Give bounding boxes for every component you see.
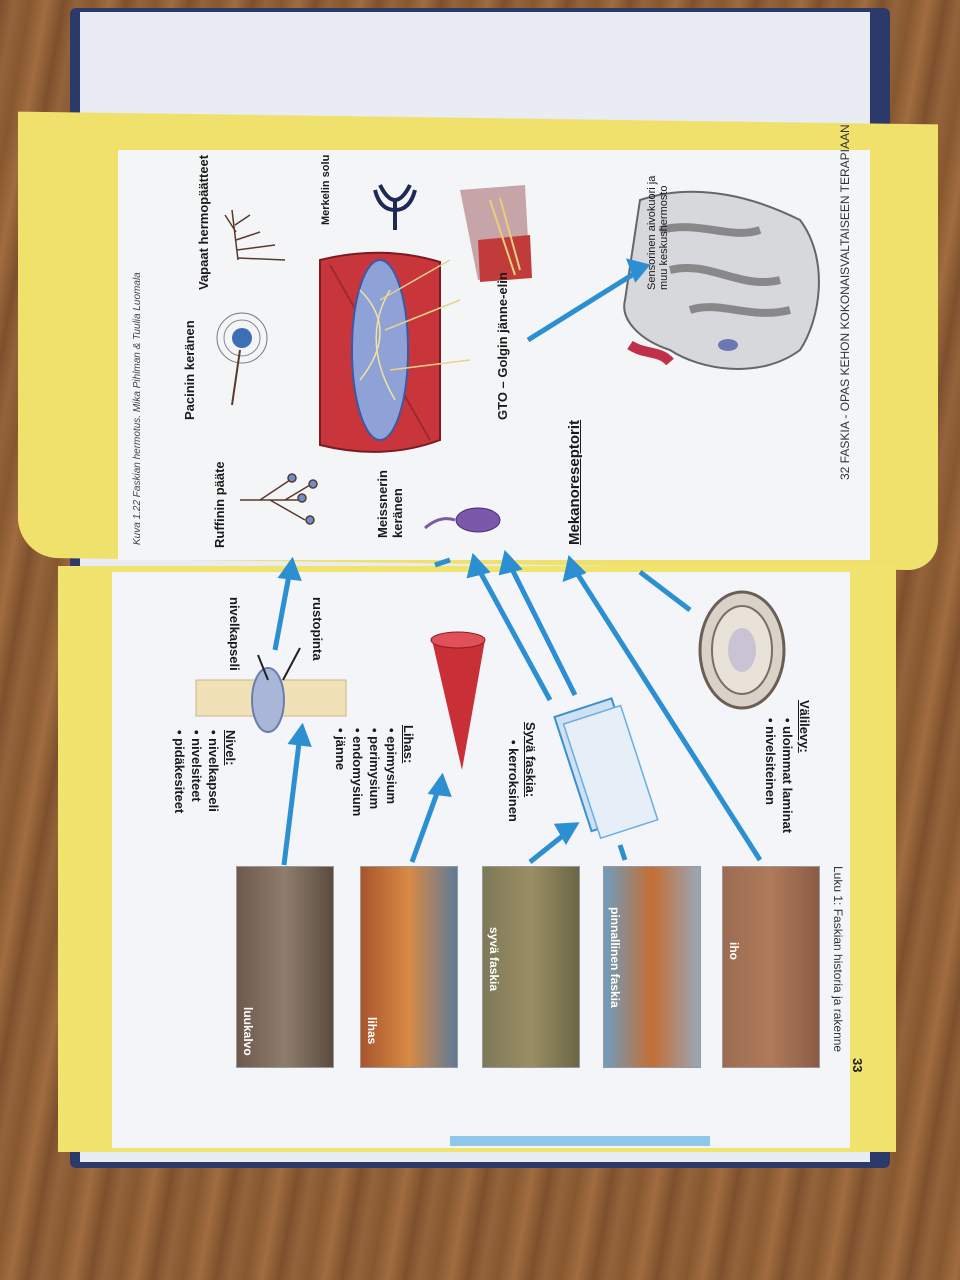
lihas-item: • perimysium: [367, 728, 382, 810]
label-gto: GTO – Golgin jänne-elin: [495, 272, 510, 420]
muscle-spindle-drawing: [319, 251, 471, 453]
label-meissner: Meissnerin keränen: [375, 470, 405, 538]
photo-iho: iho: [722, 866, 820, 1068]
lihas-item: • epimysium: [384, 728, 399, 805]
valilevy-item: • nivelsiteinen: [763, 718, 778, 805]
brain-drawing: [623, 190, 820, 370]
ruffini-ending-drawing: [240, 473, 318, 525]
photo-luukalvo: luukalvo: [236, 866, 334, 1068]
section-valilevy: Välilevy:: [797, 700, 812, 753]
section-lihas: Lihas:: [401, 725, 416, 764]
photo-lihas: lihas: [360, 866, 458, 1068]
photo-syva-faskia: syvä faskia: [482, 866, 580, 1068]
right-page-header: Luku 1: Faskian historia ja rakenne: [831, 866, 845, 1053]
gto-small-drawing: [460, 185, 532, 282]
free-nerve-endings-drawing: [224, 209, 286, 261]
right-page-number: 33: [850, 1058, 865, 1073]
lihas-item: • jänne: [333, 728, 348, 771]
section-nivel: Nivel:: [223, 730, 238, 766]
nivel-item: • nivelsiteet: [189, 730, 204, 802]
valilevy-item: • uloimmat laminat: [780, 718, 795, 834]
label-pacini: Pacinin keränen: [182, 320, 197, 420]
joint-drawing: [195, 647, 347, 733]
blue-strip: [450, 1136, 710, 1146]
section-syva-faskia: Syvä faskia:: [523, 722, 538, 798]
label-nivelkapseli: nivelkapseli: [227, 597, 242, 671]
label-sensory-cortex: Sensorinen aivokuori ja muu keskushermos…: [646, 175, 670, 290]
syva-faskia-item: • kerroksinen: [506, 740, 521, 822]
label-rustopinta: rustopinta: [310, 597, 325, 661]
muscle-cone-drawing: [430, 631, 486, 770]
label-merkel: Merkelin solu: [320, 154, 332, 225]
photo-pinnallinen-faskia: pinnallinen faskia: [603, 866, 701, 1068]
meissner-corpuscle-drawing: [424, 507, 501, 533]
deep-fascia-drawing: [553, 697, 659, 840]
left-page-header: 32 FASKIA - OPAS KEHON KOKONAISVALTAISEE…: [838, 124, 852, 480]
figure-caption: Kuva 1.22 Faskian hermotus. Mika Pihlman…: [132, 272, 143, 545]
pacinian-corpuscle-drawing: [216, 312, 268, 406]
label-ruffini: Ruffinin pääte: [212, 461, 227, 548]
nivel-item: • nivelkapseli: [206, 730, 221, 812]
label-free-endings: Vapaat hermopäätteet: [196, 154, 211, 290]
blue-arrows: [272, 258, 763, 866]
intervertebral-disc-drawing: [698, 590, 786, 710]
nivel-item: • pidäkesiteet: [172, 730, 187, 814]
lihas-item: • endomysium: [350, 728, 365, 817]
mechanoreceptors-title: Mekanoreseptorit: [566, 419, 583, 545]
merkel-cell-drawing: [373, 184, 417, 230]
